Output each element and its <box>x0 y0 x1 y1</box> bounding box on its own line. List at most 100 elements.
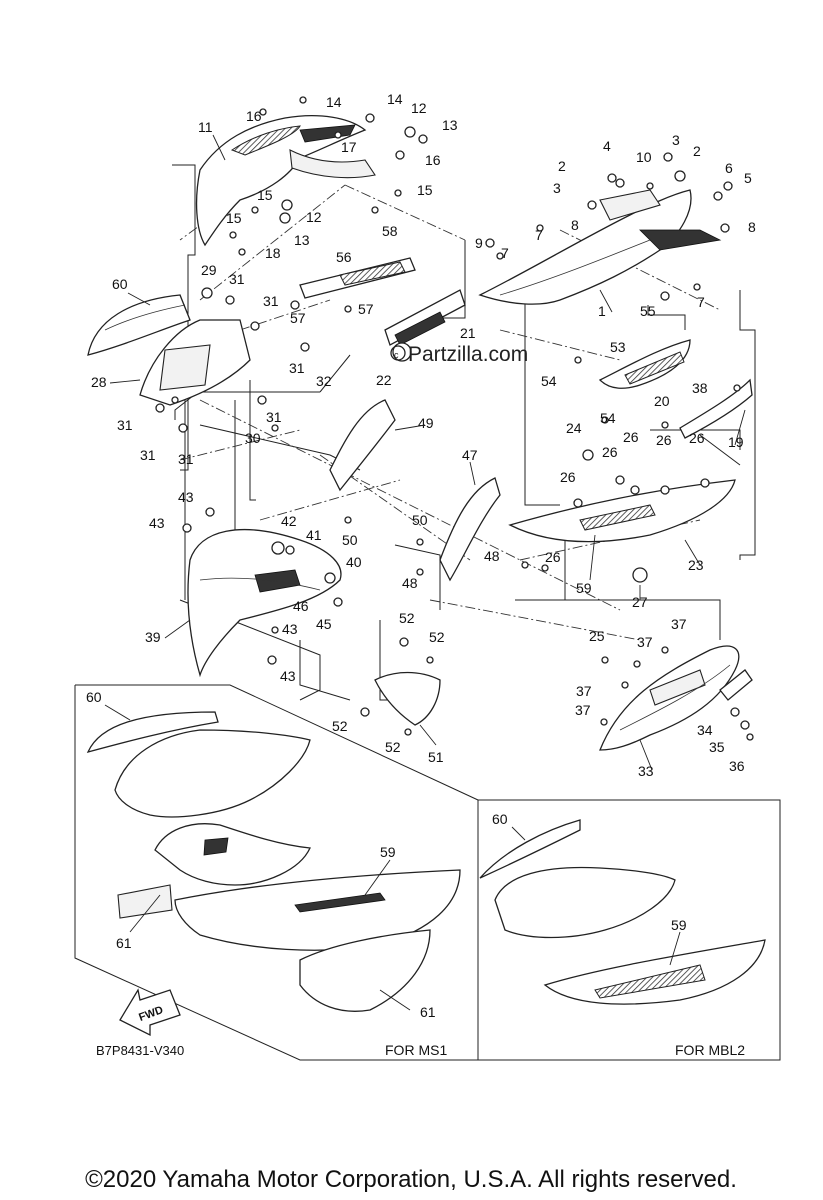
callout-60: 60 <box>86 689 102 705</box>
diagram-code: B7P8431-V340 <box>96 1043 184 1058</box>
callout-43: 43 <box>282 621 298 637</box>
bracket-56-21 <box>299 257 466 346</box>
callout-56: 56 <box>336 249 352 265</box>
callout-21: 21 <box>460 325 476 341</box>
callout-46: 46 <box>293 598 309 614</box>
callout-22: 22 <box>376 372 392 388</box>
callout-52: 52 <box>332 718 348 734</box>
lower-cowl-23 <box>508 479 736 543</box>
callout-33: 33 <box>638 763 654 779</box>
callout-15: 15 <box>226 210 242 226</box>
callout-1: 1 <box>598 303 606 319</box>
callout-14: 14 <box>326 94 342 110</box>
leader-lines <box>104 134 746 1011</box>
callout-3: 3 <box>553 180 561 196</box>
callout-43: 43 <box>280 668 296 684</box>
inset-mbl2-label: FOR MBL2 <box>675 1042 745 1058</box>
callout-43: 43 <box>178 489 194 505</box>
callout-30: 30 <box>245 430 261 446</box>
inner-panel-28 <box>139 319 251 406</box>
callout-39: 39 <box>145 629 161 645</box>
copyright-text: ©2020 Yamaha Motor Corporation, U.S.A. A… <box>85 1166 737 1193</box>
callout-31: 31 <box>229 271 245 287</box>
callout-61: 61 <box>116 935 132 951</box>
callout-37: 37 <box>575 702 591 718</box>
windscreen-60 <box>87 294 191 356</box>
callout-54: 54 <box>600 410 616 426</box>
callout-28: 28 <box>91 374 107 390</box>
callout-9: 9 <box>475 235 483 251</box>
callout-31: 31 <box>117 417 133 433</box>
callout-51: 51 <box>428 749 444 765</box>
callout-48: 48 <box>402 575 418 591</box>
inset-mbl2 <box>478 799 781 1061</box>
callout-40: 40 <box>346 554 362 570</box>
callout-54: 54 <box>541 373 557 389</box>
callout-59: 59 <box>576 580 592 596</box>
inset-ms1-label: FOR MS1 <box>385 1042 447 1058</box>
callout-12: 12 <box>306 209 322 225</box>
callout-49: 49 <box>418 415 434 431</box>
callout-58: 58 <box>382 223 398 239</box>
callout-10: 10 <box>636 149 652 165</box>
callout-27: 27 <box>632 594 648 610</box>
callout-26: 26 <box>602 444 618 460</box>
callout-17: 17 <box>341 139 357 155</box>
callout-7: 7 <box>697 294 705 310</box>
callout-35: 35 <box>709 739 725 755</box>
callout-26: 26 <box>560 469 576 485</box>
lower-panel-39 <box>187 528 342 678</box>
inner-duct-47 <box>439 477 501 582</box>
callout-61: 61 <box>420 1004 436 1020</box>
callout-26: 26 <box>689 430 705 446</box>
callout-labels: 1 2 2 3 3 4 5 6 7 7 7 8 8 9 10 11 12 12 … <box>86 91 756 1020</box>
watermark-text: Partzilla.com <box>408 343 528 366</box>
callout-37: 37 <box>671 616 687 632</box>
callout-60: 60 <box>492 811 508 827</box>
callout-43: 43 <box>149 515 165 531</box>
callout-14: 14 <box>387 91 403 107</box>
callout-7: 7 <box>535 227 543 243</box>
callout-38: 38 <box>692 380 708 396</box>
callout-34: 34 <box>697 722 713 738</box>
callout-5: 5 <box>744 170 752 186</box>
callout-48: 48 <box>484 548 500 564</box>
fwd-arrow-icon <box>119 988 181 1037</box>
callout-2: 2 <box>693 143 701 159</box>
callout-37: 37 <box>637 634 653 650</box>
callout-50: 50 <box>412 512 428 528</box>
callout-31: 31 <box>178 451 194 467</box>
callout-53: 53 <box>610 339 626 355</box>
under-cowl-33 <box>599 645 753 751</box>
callout-8: 8 <box>748 219 756 235</box>
upper-cowl-11 <box>195 115 376 247</box>
callout-60: 60 <box>112 276 128 292</box>
callout-12: 12 <box>411 100 427 116</box>
callout-4: 4 <box>603 138 611 154</box>
callout-42: 42 <box>281 513 297 529</box>
watermark: c Partzilla.com <box>390 343 528 366</box>
lower-piece-51 <box>374 671 441 726</box>
callout-20: 20 <box>654 393 670 409</box>
callout-15: 15 <box>417 182 433 198</box>
callout-24: 24 <box>566 420 582 436</box>
callout-52: 52 <box>399 610 415 626</box>
callout-36: 36 <box>729 758 745 774</box>
callout-57: 57 <box>290 310 306 326</box>
trim-19 <box>679 378 753 439</box>
callout-52: 52 <box>385 739 401 755</box>
callout-47: 47 <box>462 447 478 463</box>
guide-lines <box>179 184 721 641</box>
callout-26: 26 <box>656 432 672 448</box>
callout-23: 23 <box>688 557 704 573</box>
callout-45: 45 <box>316 616 332 632</box>
callout-32: 32 <box>316 373 332 389</box>
duct-53 <box>598 339 691 389</box>
callout-31: 31 <box>140 447 156 463</box>
callout-13: 13 <box>294 232 310 248</box>
callout-16: 16 <box>246 108 262 124</box>
callout-3: 3 <box>672 132 680 148</box>
callout-37: 37 <box>576 683 592 699</box>
callout-41: 41 <box>306 527 322 543</box>
